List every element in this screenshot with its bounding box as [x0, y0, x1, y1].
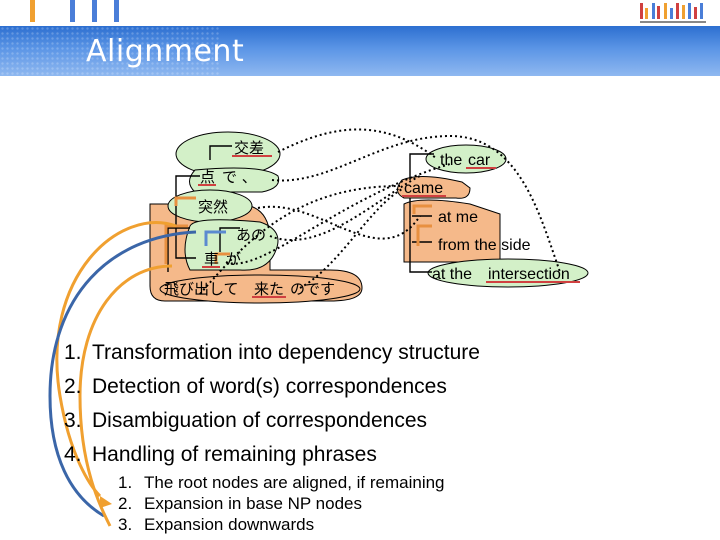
- jp-word-kita: 来た: [254, 280, 284, 298]
- en-word-car: car: [468, 152, 491, 169]
- step-text: Transformation into dependency structure: [92, 341, 480, 364]
- list-item: 2. Detection of word(s) correspondences: [64, 370, 624, 404]
- jp-word-ten: 点: [200, 168, 215, 186]
- substep-number: 2.: [118, 494, 133, 513]
- jp-word-ano: あの: [236, 226, 266, 244]
- title-bar: [0, 26, 720, 76]
- step-number: 3.: [64, 409, 82, 432]
- decorative-bars: [0, 0, 140, 22]
- step-arrow-head: [100, 496, 112, 508]
- jp-word-kousa: 交差: [234, 139, 264, 157]
- en-word-at-me: at me: [438, 209, 478, 226]
- en-node-car: [425, 144, 507, 174]
- step-text: Detection of word(s) correspondences: [92, 375, 447, 398]
- jp-word-tobidashite: 飛び出して: [164, 280, 239, 298]
- jp-node-kousaten-de: [189, 167, 280, 193]
- lab-logo: [636, 0, 714, 26]
- step-arrow-orange-2: [78, 264, 173, 527]
- correspondence-links: [199, 128, 561, 295]
- slide-title: Alignment: [86, 34, 245, 69]
- en-word-intersection: intersection: [488, 266, 570, 283]
- step-text: Disambiguation of correspondences: [92, 409, 428, 432]
- list-item: 1. Transformation into dependency structu…: [64, 336, 624, 370]
- step-text: Handling of remaining phrases: [92, 443, 377, 466]
- jp-dependency-lines: [167, 145, 240, 272]
- title-bar-texture: [0, 26, 220, 76]
- substep-number: 3.: [118, 515, 133, 534]
- substeps-list: 1. The root nodes are aligned, if remaini…: [118, 472, 538, 535]
- substep-text: Expansion in base NP nodes: [144, 494, 363, 513]
- en-word-at-the: at the: [432, 266, 472, 283]
- en-node-intersection: [427, 258, 589, 288]
- alignment-diagram-svg: 交差 点 で 、 突然 あの 車 が 飛び出して 来た のです the car: [48, 128, 589, 527]
- substep-text: The root nodes are aligned, if remaining: [144, 473, 445, 492]
- step-arrow-orange: [55, 221, 177, 498]
- steps-list: 1. Transformation into dependency structu…: [64, 336, 624, 472]
- substep-number: 1.: [118, 473, 133, 492]
- en-node-came: [397, 176, 471, 199]
- alignment-diagram: 交差 点 で 、 突然 あの 車 が 飛び出して 来た のです the car: [0, 76, 720, 527]
- step-number: 1.: [64, 341, 82, 364]
- step-arrow-blue: [48, 230, 197, 518]
- jp-word-nodesu: のです: [290, 280, 335, 298]
- en-dependency-lines: [409, 153, 434, 273]
- jp-highlight-arrows: [164, 196, 230, 264]
- top-strip: [0, 0, 720, 26]
- jp-word-kuruma: 車: [204, 250, 219, 268]
- en-highlight-arrows: [412, 204, 432, 246]
- step-number: 4.: [64, 443, 82, 466]
- en-word-from-the-side: from the side: [438, 237, 531, 254]
- step-number: 2.: [64, 375, 82, 398]
- list-item: 2. Expansion in base NP nodes: [118, 493, 538, 514]
- jp-word-totsuzen: 突然: [198, 198, 228, 216]
- jp-word-de: で 、: [222, 168, 257, 186]
- en-word-the: the: [440, 152, 462, 169]
- substep-text: Expansion downwards: [144, 515, 315, 534]
- en-word-came: came: [404, 180, 443, 197]
- list-item: 4. Handling of remaining phrases: [64, 438, 624, 472]
- list-item: 3. Disambiguation of correspondences: [64, 404, 624, 438]
- list-item: 1. The root nodes are aligned, if remaini…: [118, 472, 538, 493]
- list-item: 3. Expansion downwards: [118, 514, 538, 535]
